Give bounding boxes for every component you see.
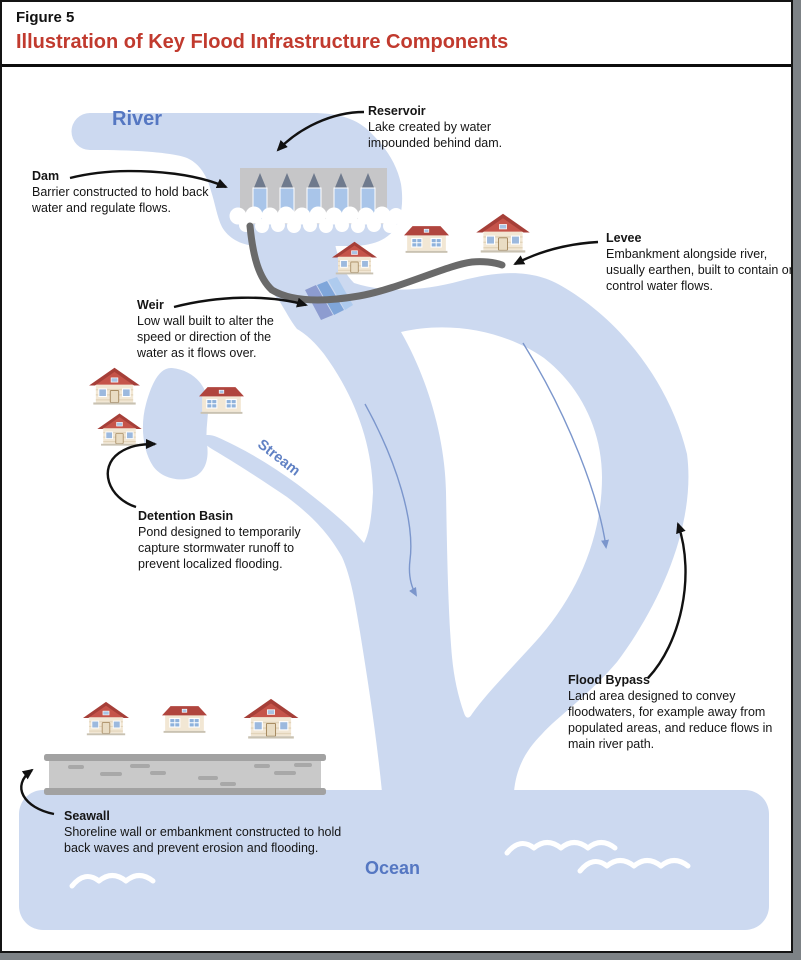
- callout-seawall: Seawall Shoreline wall or embankment con…: [64, 808, 359, 856]
- wave-icon: [69, 873, 156, 889]
- callout-title: Flood Bypass: [568, 673, 650, 687]
- callout-weir: Weir Low wall built to alter the speed o…: [137, 297, 299, 361]
- callout-title: Reservoir: [368, 104, 426, 118]
- dam-arrow: [69, 169, 228, 189]
- levee-arrow: [513, 240, 599, 266]
- weir-arrow: [173, 296, 308, 309]
- callout-detention-basin: Detention Basin Pond designed to tempora…: [138, 508, 318, 572]
- callout-description: Lake created by water impounded behind d…: [368, 120, 503, 150]
- ocean-label: Ocean: [365, 858, 421, 878]
- house-icon: [89, 367, 140, 405]
- channel-bypass-shape: [200, 224, 689, 792]
- dam-gates: [252, 173, 376, 221]
- detention-basin-arrow: [106, 439, 157, 509]
- ocean-shape: [19, 790, 769, 930]
- dam-foam: [229, 206, 404, 233]
- flow-arrow-bypass: [522, 342, 609, 549]
- dam-structure: [229, 168, 404, 233]
- seawall-arrow: [20, 768, 55, 816]
- flood-bypass-arrow: [647, 522, 687, 679]
- reservoir-arrow: [276, 110, 365, 152]
- wave-icons: [69, 840, 691, 889]
- callout-title: Dam: [32, 169, 60, 183]
- callout-description: Embankment alongside river, usually eart…: [606, 247, 793, 293]
- callout-levee: Levee Embankment alongside river, usuall…: [606, 230, 801, 294]
- callout-title: Weir: [137, 298, 164, 312]
- callout-flood-bypass: Flood Bypass Land area designed to conve…: [568, 672, 776, 752]
- house-icon: [97, 412, 142, 446]
- wave-icon: [577, 858, 691, 874]
- levee-line: [246, 222, 506, 304]
- house-icon: [332, 241, 377, 275]
- house-icon: [243, 698, 299, 739]
- house-icon: [161, 705, 208, 734]
- river-label: River: [112, 108, 163, 130]
- callout-description: Low wall built to alter the speed or dir…: [137, 314, 274, 360]
- callout-description: Barrier constructed to hold back water a…: [32, 185, 209, 215]
- callout-reservoir: Reservoir Lake created by water impounde…: [368, 103, 518, 151]
- water-system-illustration: [19, 110, 769, 930]
- title-divider: [2, 64, 791, 67]
- callout-description: Land area designed to convey floodwaters…: [568, 689, 773, 751]
- callout-dam: Dam Barrier constructed to hold back wat…: [32, 168, 214, 216]
- detention-basin-shape: [142, 367, 209, 480]
- flood-infrastructure-diagram: River Stream Ocean Reservoir Lake create…: [2, 2, 793, 951]
- wave-icon: [504, 840, 618, 856]
- house-icon: [198, 386, 245, 415]
- house-icon: [403, 225, 450, 254]
- seawall-structure: [44, 754, 326, 795]
- callout-description: Shoreline wall or embankment constructed…: [64, 825, 342, 855]
- callout-description: Pond designed to temporarily capture sto…: [138, 525, 301, 571]
- callout-title: Detention Basin: [138, 509, 234, 523]
- house-icon: [83, 701, 129, 736]
- callout-title: Levee: [606, 231, 642, 245]
- flow-arrow-main-river: [364, 403, 417, 597]
- house-icon: [476, 213, 530, 253]
- page-title: Illustration of Key Flood Infrastructure…: [16, 31, 509, 53]
- figure-label: Figure 5: [16, 9, 75, 26]
- callout-title: Seawall: [64, 809, 110, 823]
- callout-leader-arrows: [20, 110, 687, 816]
